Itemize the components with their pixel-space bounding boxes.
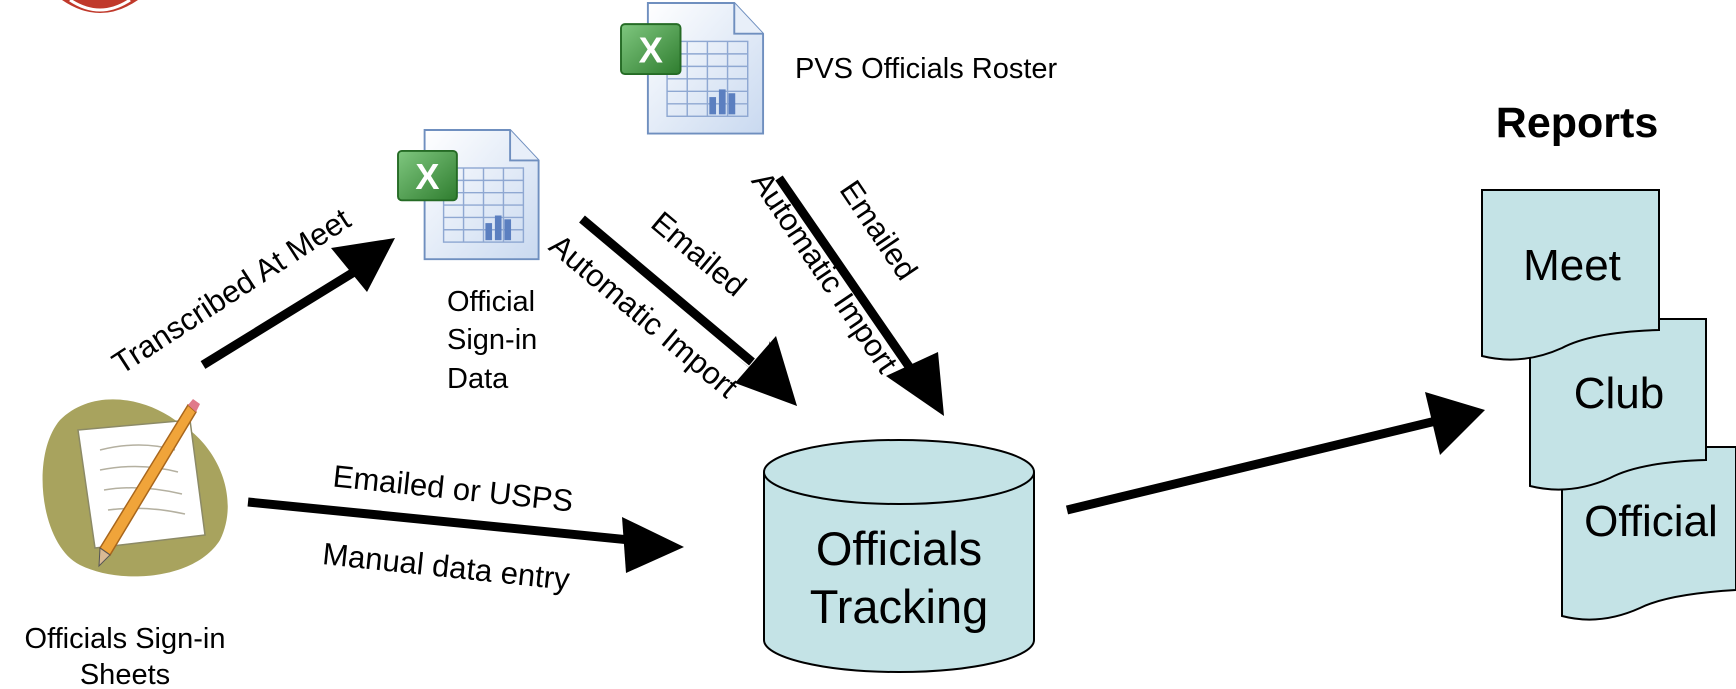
arrows — [200, 175, 1485, 573]
signin-sheet-icon — [42, 399, 228, 577]
arrow-db-to-reports — [1065, 392, 1485, 515]
logo-fragment — [0, 0, 188, 18]
arrow-roster-to-db — [775, 175, 944, 416]
signin-data-spreadsheet-icon — [397, 129, 540, 261]
svg-text:Data: Data — [447, 363, 509, 395]
roster-spreadsheet-icon — [620, 2, 765, 135]
svg-text:Official: Official — [447, 286, 535, 318]
signin-data-label: Official Sign-in Data — [447, 286, 537, 395]
report-official-label: Official — [1584, 497, 1718, 546]
report-documents — [1481, 189, 1736, 621]
svg-text:Officials: Officials — [816, 522, 982, 575]
report-meet-label: Meet — [1523, 241, 1621, 290]
manual-entry-label: Manual data entry — [321, 536, 572, 597]
signin-sheets-label: Officials Sign-in Sheets — [25, 623, 226, 689]
arrow-signin-data-to-db — [579, 215, 797, 406]
report-club-label: Club — [1574, 369, 1665, 418]
roster-label: PVS Officials Roster — [795, 53, 1058, 85]
arrow-sheets-to-db — [247, 497, 684, 573]
svg-text:Sheets: Sheets — [80, 659, 170, 689]
reports-title: Reports — [1496, 99, 1658, 147]
database-label: Officials Tracking — [810, 522, 988, 633]
svg-text:Sign-in: Sign-in — [447, 324, 537, 356]
officials-tracking-database — [763, 439, 1035, 673]
svg-text:Officials Sign-in: Officials Sign-in — [25, 623, 226, 655]
svg-text:Tracking: Tracking — [810, 580, 988, 633]
arrow-transcribed — [200, 238, 395, 369]
